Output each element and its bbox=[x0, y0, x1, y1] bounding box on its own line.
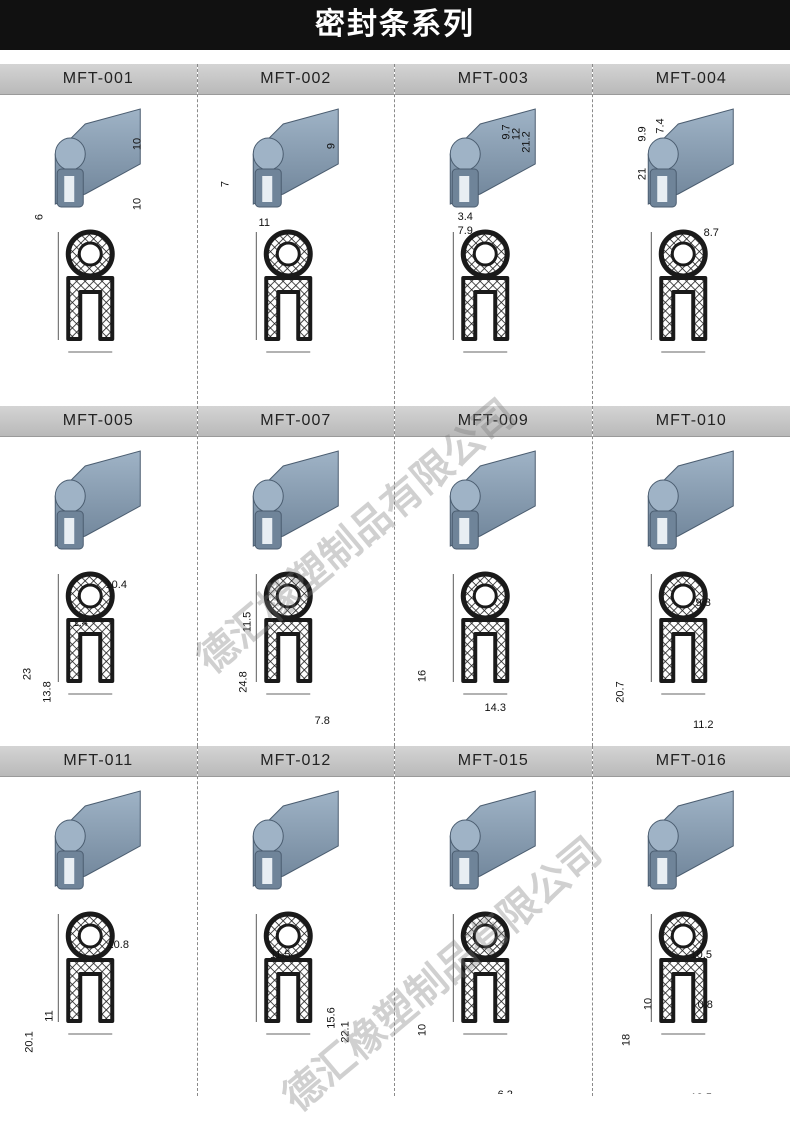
model-header: MFT-015 bbox=[395, 746, 592, 777]
dimension-label: 24.8 bbox=[237, 671, 249, 692]
dimension-label: 13.5 bbox=[690, 1092, 711, 1094]
dimension-label: 11 bbox=[258, 217, 269, 229]
dimension-label: 7.9 bbox=[458, 225, 473, 237]
model-header: MFT-012 bbox=[198, 746, 395, 777]
product-card: MFT-001 10 10 6 bbox=[0, 64, 198, 404]
profile-3d-render bbox=[450, 109, 535, 207]
dimension-label: 7.4 bbox=[654, 118, 666, 133]
profile-cross-section bbox=[266, 914, 310, 1021]
dimension-label: 6 bbox=[33, 214, 45, 220]
model-header: MFT-003 bbox=[395, 64, 592, 95]
model-label: MFT-005 bbox=[0, 406, 197, 436]
profile-cross-section bbox=[463, 232, 507, 339]
dimension-label: 6.2 bbox=[498, 1089, 513, 1094]
dimension-label: 10.4 bbox=[106, 579, 127, 591]
dimension-label: 21 bbox=[636, 168, 648, 180]
profile-cross-section bbox=[266, 232, 310, 339]
product-card: MFT-002 9 7 11 bbox=[198, 64, 396, 404]
dimension-label: 14.3 bbox=[485, 702, 506, 714]
dimension-label: 9.3 bbox=[695, 597, 710, 609]
model-label: MFT-003 bbox=[395, 64, 592, 94]
dimension-label: 21.2 bbox=[520, 131, 532, 152]
dimension-label: 10 bbox=[131, 138, 143, 150]
profile-cross-section bbox=[661, 574, 705, 681]
dimension-label: 9 bbox=[325, 143, 337, 149]
profile-drawing: 10.4 1.4 23 13.8 bbox=[0, 436, 196, 744]
dimension-label: 10 bbox=[131, 198, 143, 210]
profile-drawing: 10.5 0.8 10 18 13.5 bbox=[593, 776, 789, 1094]
dimension-label: 9.9 bbox=[636, 126, 648, 141]
profile-3d-render bbox=[55, 109, 140, 207]
profile-3d-render bbox=[648, 451, 733, 549]
model-label: MFT-007 bbox=[198, 406, 395, 436]
dimension-label: 20.1 bbox=[23, 1031, 35, 1052]
model-label: MFT-012 bbox=[198, 746, 395, 776]
model-header: MFT-010 bbox=[593, 406, 790, 437]
dimension-label: 1.4 bbox=[73, 617, 88, 629]
profile-cross-section bbox=[68, 914, 112, 1021]
product-card: MFT-016 10.5 0.8 10 18 13.5 bbox=[593, 746, 790, 1096]
model-header: MFT-002 bbox=[198, 64, 395, 95]
model-header: MFT-005 bbox=[0, 406, 197, 437]
dimension-label: 8.7 bbox=[703, 227, 718, 239]
title-banner: 密封条系列 bbox=[0, 0, 790, 50]
dimension-label: 10 bbox=[642, 998, 654, 1010]
model-label: MFT-016 bbox=[593, 746, 790, 776]
model-header: MFT-011 bbox=[0, 746, 197, 777]
product-card: MFT-004 9.9 7.4 21 8.7 bbox=[593, 64, 790, 404]
profile-3d-render bbox=[55, 791, 140, 889]
model-header: MFT-001 bbox=[0, 64, 197, 95]
dimension-label: 11.2 bbox=[692, 719, 713, 731]
profile-cross-section bbox=[661, 232, 705, 339]
profile-3d-render bbox=[55, 451, 140, 549]
model-label: MFT-010 bbox=[593, 406, 790, 436]
dimension-label: 13.8 bbox=[41, 681, 53, 702]
dimension-label: 16 bbox=[416, 670, 428, 682]
page-title: 密封条系列 bbox=[0, 0, 790, 50]
profile-3d-render bbox=[648, 791, 733, 889]
model-header: MFT-004 bbox=[593, 64, 790, 95]
model-header: MFT-016 bbox=[593, 746, 790, 777]
dimension-label: 7 bbox=[219, 181, 231, 187]
model-label: MFT-002 bbox=[198, 64, 395, 94]
dimension-label: 11 bbox=[43, 1010, 55, 1021]
model-label: MFT-004 bbox=[593, 64, 790, 94]
product-card: MFT-005 10.4 1.4 23 13.8 bbox=[0, 406, 198, 746]
dimension-label: 3.4 bbox=[458, 211, 473, 223]
dimension-label: 23 bbox=[21, 668, 33, 680]
model-header: MFT-007 bbox=[198, 406, 395, 437]
product-card: MFT-010 9.3 20.7 11.2 bbox=[593, 406, 790, 746]
model-label: MFT-001 bbox=[0, 64, 197, 94]
model-label: MFT-011 bbox=[0, 746, 197, 776]
dimension-label: 10.5 bbox=[690, 949, 711, 961]
profile-cross-section bbox=[463, 574, 507, 681]
dimension-label: 11.5 bbox=[269, 949, 290, 961]
profile-drawing: 9.3 20.7 11.2 bbox=[593, 436, 789, 744]
profile-drawing: 9 7 11 bbox=[198, 94, 394, 402]
dimension-label: 10.8 bbox=[108, 939, 129, 951]
dimension-label: 20.7 bbox=[614, 681, 626, 702]
profile-drawing: 9.9 7.4 21 8.7 bbox=[593, 94, 789, 402]
profile-3d-render bbox=[253, 109, 338, 207]
dimension-label: 0.8 bbox=[697, 999, 712, 1011]
profile-3d-render bbox=[253, 791, 338, 889]
profile-drawing: 10 10 6 bbox=[0, 94, 196, 402]
dimension-label: 18 bbox=[620, 1034, 632, 1046]
dimension-label: 7.8 bbox=[314, 715, 329, 727]
profile-cross-section bbox=[68, 232, 112, 339]
model-label: MFT-015 bbox=[395, 746, 592, 776]
